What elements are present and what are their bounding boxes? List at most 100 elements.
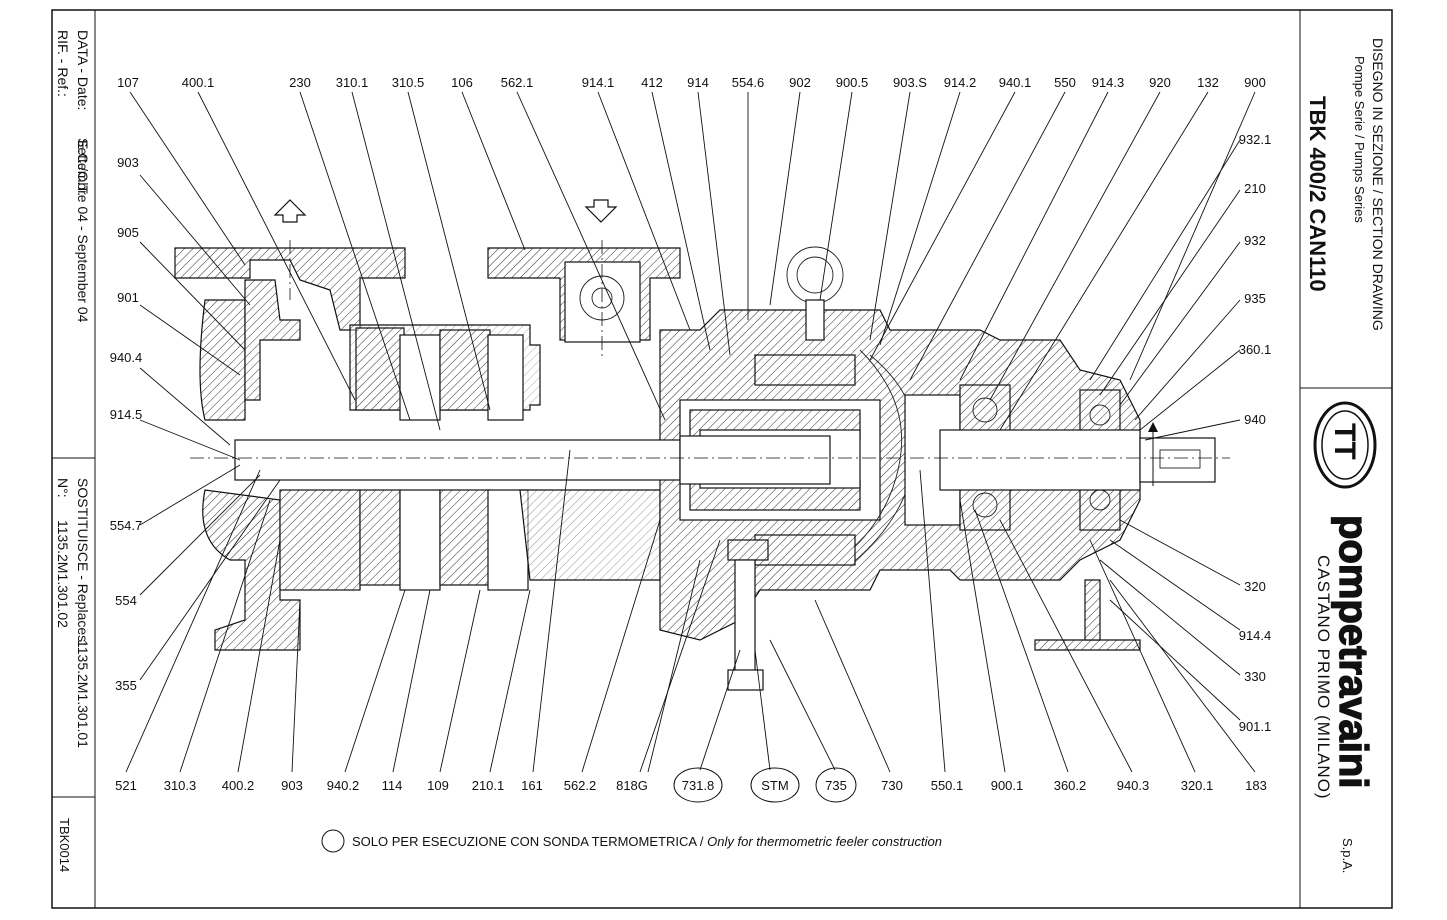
sidebar-replaces-value: 1135.2M1.301.01 <box>75 640 91 748</box>
svg-text:CASTANO PRIMO (MILANO): CASTANO PRIMO (MILANO) <box>1314 555 1333 800</box>
callout-label: 562.2 <box>564 778 597 793</box>
callout-label: 550 <box>1054 75 1076 90</box>
callout-label: 900 <box>1244 75 1266 90</box>
company-location: CASTANO PRIMO (MILANO) <box>1314 555 1333 800</box>
sidebar-ref-value: E.C./C.T. <box>75 140 91 196</box>
svg-text:1135.2M1.301.01: 1135.2M1.301.01 <box>75 640 91 748</box>
callout-label: 900.5 <box>836 75 869 90</box>
svg-text:Pompe Serie / Pumps Series: Pompe Serie / Pumps Series <box>1352 56 1367 223</box>
callout-label: 730 <box>881 778 903 793</box>
callout-label: 161 <box>521 778 543 793</box>
callout-label: 903 <box>117 155 139 170</box>
leader-lines <box>125 91 1256 773</box>
callout-label: 914 <box>687 75 709 90</box>
callout-label: 554 <box>115 593 137 608</box>
callout-label: 940.1 <box>999 75 1032 90</box>
callout-label: 932 <box>1244 233 1266 248</box>
callout-label: 914.1 <box>582 75 615 90</box>
title-drawing-type: DISEGNO IN SEZIONE / SECTION DRAWING <box>1370 38 1386 331</box>
callout-label: 550.1 <box>931 778 964 793</box>
callout-label: 320.1 <box>1181 778 1214 793</box>
circled-callout <box>673 767 723 803</box>
svg-text:E.C./C.T.: E.C./C.T. <box>75 140 91 196</box>
circled-callout <box>815 767 857 803</box>
callout-label: 360.2 <box>1054 778 1087 793</box>
callout-label: 914.4 <box>1239 628 1272 643</box>
callout-label: 562.1 <box>501 75 534 90</box>
sidebar-number: N°: <box>55 478 71 498</box>
callout-label: 106 <box>451 75 473 90</box>
callout-label: 183 <box>1245 778 1267 793</box>
note-text: SOLO PER ESECUZIONE CON SONDA TERMOMETRI… <box>352 834 942 849</box>
rotation-arrow-icon <box>1148 422 1158 486</box>
sidebar-replaces: SOSTITUISCE - Replaces: <box>75 478 91 646</box>
title-model: TBK 400/2 CAN110 <box>1305 96 1330 292</box>
svg-text:N°:: N°: <box>55 478 71 498</box>
suction-arrow-icon <box>273 199 307 223</box>
callout-label: STM <box>761 778 788 793</box>
callout-label: 901.1 <box>1239 719 1272 734</box>
note-circle-icon <box>321 829 345 853</box>
callout-label: 940.3 <box>1117 778 1150 793</box>
company-name: pompetravaini <box>1330 514 1375 789</box>
callout-label: 920 <box>1149 75 1171 90</box>
thermometric-note: SOLO PER ESECUZIONE CON SONDA TERMOMETRI… <box>321 829 942 853</box>
callout-label: 818G <box>616 778 648 793</box>
callout-label: 355 <box>115 678 137 693</box>
callout-label: 902 <box>789 75 811 90</box>
title-series: Pompe Serie / Pumps Series <box>1352 56 1367 223</box>
sidebar-code: TBK0014 <box>57 818 72 872</box>
svg-text:pompetravaini: pompetravaini <box>1331 515 1375 788</box>
callout-label: 903 <box>281 778 303 793</box>
sidebar-date-value: Settembre 04 - September 04 <box>75 138 91 323</box>
pump-section <box>174 199 1230 691</box>
callout-label: 400.1 <box>182 75 215 90</box>
svg-text:TT: TT <box>1328 423 1361 460</box>
callout-label: 554.6 <box>732 75 765 90</box>
callout-label: 114 <box>382 778 403 793</box>
callout-label: 914.5 <box>110 407 143 422</box>
callout-label: 360.1 <box>1239 342 1272 357</box>
svg-text:S.p.A.: S.p.A. <box>1340 838 1355 873</box>
callout-label: 903.S <box>893 75 927 90</box>
callout-label: 310.3 <box>164 778 197 793</box>
company-logo: TT <box>1313 401 1377 489</box>
sidebar-date: DATA - Date: <box>75 30 91 110</box>
callout-label: 914.2 <box>944 75 977 90</box>
svg-text:DISEGNO IN SEZIONE / SECTION D: DISEGNO IN SEZIONE / SECTION DRAWING <box>1370 38 1386 331</box>
callout-label: 310.1 <box>336 75 369 90</box>
callout-label: 940.2 <box>327 778 360 793</box>
circled-callout <box>750 767 800 803</box>
callout-label: 400.2 <box>222 778 255 793</box>
sidebar-ref: RIF. - Ref.: <box>55 30 71 97</box>
callout-label: 521 <box>115 778 137 793</box>
callouts-top: 107 400.1 230 310.1 310.5 106 562.1 914.… <box>117 75 1266 90</box>
callout-label: 330 <box>1244 669 1266 684</box>
callout-label: 940.4 <box>110 350 143 365</box>
svg-text:RIF. - Ref.:: RIF. - Ref.: <box>55 30 71 97</box>
callout-label: 554.7 <box>110 518 143 533</box>
callout-label: 901 <box>117 290 139 305</box>
callout-label: 940 <box>1244 412 1266 427</box>
callout-label: 905 <box>117 225 139 240</box>
callout-label: 310.5 <box>392 75 425 90</box>
sidebar-number-value: 1135.2M1.301.02 <box>55 520 71 628</box>
callout-label: 132 <box>1197 75 1219 90</box>
callouts-bottom: 521 310.3 400.2 903 940.2 114 109 210.1 … <box>115 767 1267 803</box>
svg-text:1135.2M1.301.02: 1135.2M1.301.02 <box>55 520 71 628</box>
svg-text:DATA - Date:: DATA - Date: <box>75 30 91 110</box>
callouts-right: 932.1 210 932 935 360.1 940 320 914.4 33… <box>1239 132 1272 734</box>
callout-label: 935 <box>1244 291 1266 306</box>
callout-label: 412 <box>641 75 663 90</box>
svg-text:TBK0014: TBK0014 <box>57 818 72 872</box>
callout-label: 731.8 <box>682 778 715 793</box>
callout-label: 320 <box>1244 579 1266 594</box>
callout-label: 109 <box>427 778 449 793</box>
callout-label: 932.1 <box>1239 132 1272 147</box>
callout-label: 914.3 <box>1092 75 1125 90</box>
company-suffix: S.p.A. <box>1340 838 1355 873</box>
callout-label: 210 <box>1244 181 1266 196</box>
callout-label: 107 <box>117 75 139 90</box>
callout-label: 210.1 <box>472 778 505 793</box>
